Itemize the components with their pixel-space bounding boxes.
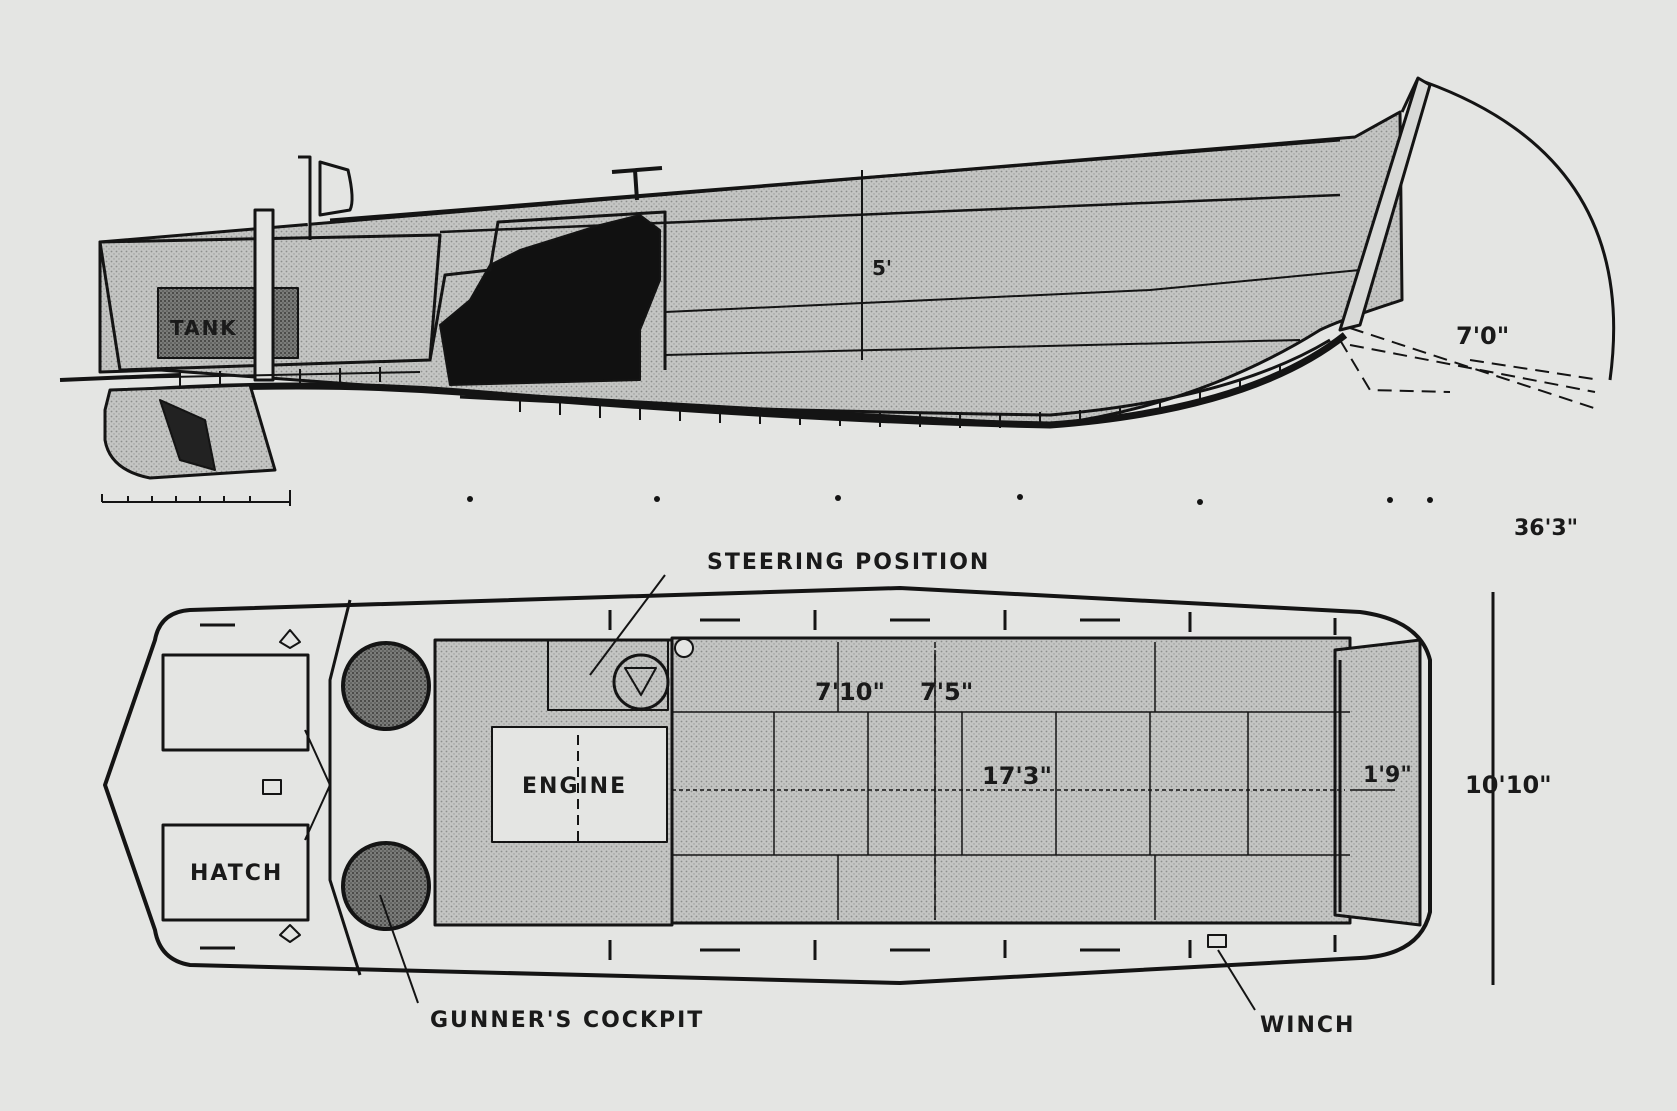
scale-dots bbox=[467, 494, 1433, 505]
sheer-line bbox=[329, 138, 1341, 222]
depth-dimension: 5' bbox=[872, 256, 892, 280]
bottom-frames bbox=[519, 365, 1281, 428]
overall-length-dimension: 36'3" bbox=[1514, 516, 1578, 541]
exhaust-pipe bbox=[253, 208, 275, 382]
well-width-fwd-dimension: 7'5" bbox=[920, 678, 973, 706]
hatch bbox=[161, 823, 310, 922]
steering-post bbox=[611, 166, 663, 201]
engine-label: ENGINE bbox=[522, 774, 627, 799]
well-length-dimension: 17'3" bbox=[982, 762, 1052, 790]
tank-label: TANK bbox=[170, 316, 238, 340]
ramp-arc bbox=[1424, 80, 1616, 381]
ramp-lowered bbox=[1339, 327, 1601, 411]
gunners-cockpit-label: GUNNER'S COCKPIT bbox=[430, 1008, 704, 1033]
dimension-lines bbox=[672, 650, 1395, 920]
beam-dimension: 10'10" bbox=[1465, 771, 1552, 799]
side-view bbox=[59, 76, 1616, 480]
well-width-aft-dimension: 7'10" bbox=[815, 678, 885, 706]
ramp-dimension: 7'0" bbox=[1456, 322, 1509, 350]
leader-steering bbox=[589, 574, 666, 676]
scale-bar bbox=[101, 490, 291, 506]
ramp-depth-dimension: 1'9" bbox=[1363, 763, 1412, 788]
gunner-cockpit-starboard bbox=[341, 841, 431, 931]
well-deck-grid bbox=[672, 642, 1350, 920]
ramp-plan bbox=[1333, 638, 1422, 927]
leader-winch bbox=[1217, 949, 1256, 1011]
mast bbox=[298, 155, 354, 240]
leader-gunner bbox=[379, 894, 419, 1004]
tank bbox=[157, 287, 299, 359]
engine-box bbox=[491, 726, 668, 843]
steering-position-label: STEERING POSITION bbox=[707, 550, 990, 575]
hatch-top bbox=[161, 653, 310, 752]
winch bbox=[1207, 934, 1227, 948]
plan-view bbox=[103, 574, 1495, 1011]
winch-label: WINCH bbox=[1260, 1013, 1355, 1038]
keel bbox=[129, 332, 1348, 429]
hatch-label: HATCH bbox=[190, 861, 283, 886]
well-deck bbox=[670, 636, 1352, 925]
gunner-cockpit-port bbox=[341, 641, 431, 731]
